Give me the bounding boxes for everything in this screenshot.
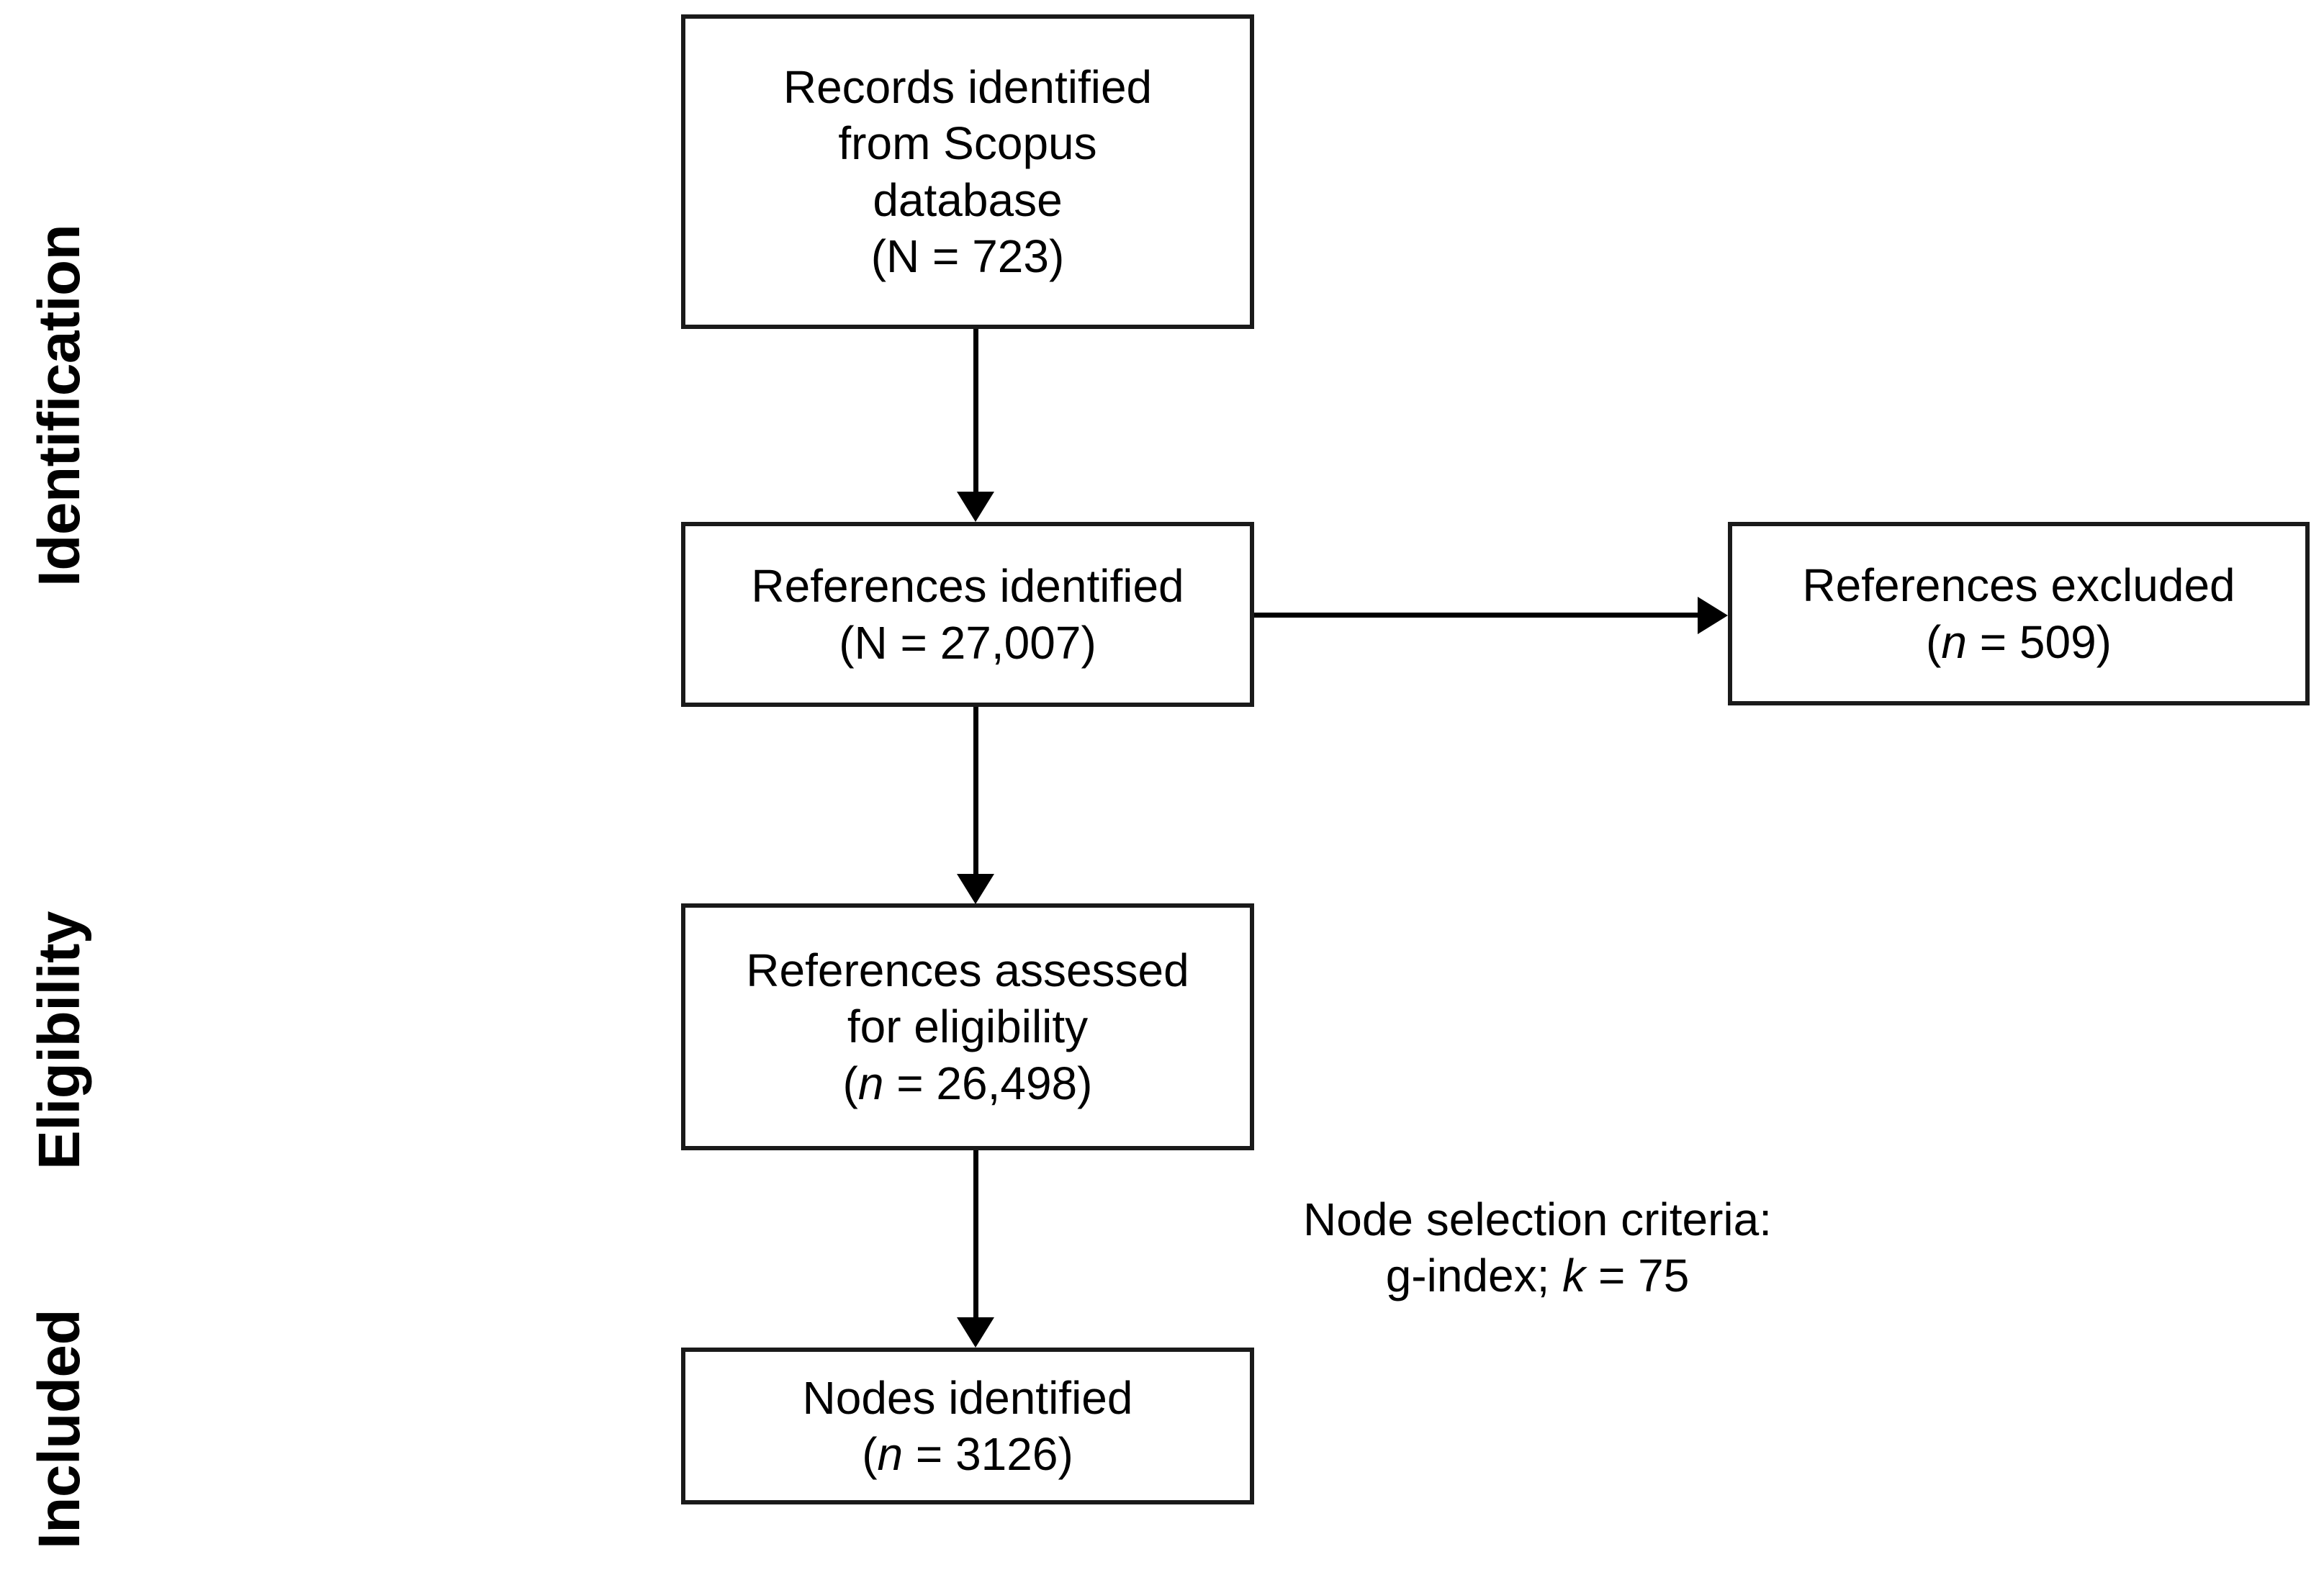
stage-label-identification: Identification (27, 224, 92, 587)
annotation-line1: Node selection criteria: (1303, 1193, 1772, 1245)
box-nodes-identified-symbol: n (877, 1428, 904, 1480)
arrowhead-references-to-excluded (1698, 597, 1728, 634)
box-nodes-identified-line2-suffix: = 3126) (903, 1428, 1073, 1480)
box-nodes-identified-line1: Nodes identified (802, 1371, 1133, 1424)
arrowhead-references-to-assessed (957, 874, 994, 904)
box-records-identified: Records identified from Scopus database … (681, 14, 1254, 329)
box-nodes-identified-text: Nodes identified(n = 3126) (793, 1370, 1143, 1482)
box-records-identified-text: Records identified from Scopus database … (783, 61, 1153, 282)
annotation-line2-prefix: g-index; (1385, 1250, 1563, 1302)
annotation-line2-suffix: = 75 (1585, 1250, 1690, 1302)
box-references-assessed-line1: References assessed (746, 944, 1189, 997)
box-references-identified-text: References identified (N = 27,007) (751, 560, 1184, 669)
box-references-excluded-text: References excluded(n = 509) (1792, 557, 2245, 669)
box-references-assessed-line3-prefix: ( (842, 1057, 858, 1109)
annotation-node-selection-criteria: Node selection criteria:g-index; k = 75 (1258, 1191, 1816, 1304)
box-references-assessed-line2: for eligibility (847, 1001, 1089, 1053)
box-nodes-identified-line2-prefix: ( (862, 1428, 878, 1480)
connector-assessed-to-nodes (973, 1150, 978, 1317)
box-references-excluded-line1: References excluded (1802, 559, 2235, 612)
box-nodes-identified: Nodes identified(n = 3126) (681, 1348, 1254, 1504)
connector-records-to-references (973, 329, 978, 492)
arrowhead-records-to-references (957, 492, 994, 522)
box-references-excluded-line2-suffix: = 509) (1966, 615, 2112, 668)
box-references-identified: References identified (N = 27,007) (681, 522, 1254, 707)
box-references-excluded-symbol: n (1941, 615, 1967, 668)
box-references-assessed-line3-suffix: = 26,498) (883, 1057, 1093, 1109)
stage-label-included: Included (27, 1309, 92, 1549)
arrowhead-assessed-to-nodes (957, 1317, 994, 1348)
annotation-symbol-k: k (1562, 1250, 1586, 1302)
connector-references-to-excluded (1254, 613, 1698, 618)
stage-label-eligibility: Eligibility (27, 911, 92, 1170)
connector-references-to-assessed (973, 707, 978, 874)
box-references-excluded-line2-prefix: ( (1926, 615, 1942, 668)
box-references-excluded: References excluded(n = 509) (1728, 522, 2310, 705)
box-references-assessed-symbol: n (857, 1057, 884, 1109)
